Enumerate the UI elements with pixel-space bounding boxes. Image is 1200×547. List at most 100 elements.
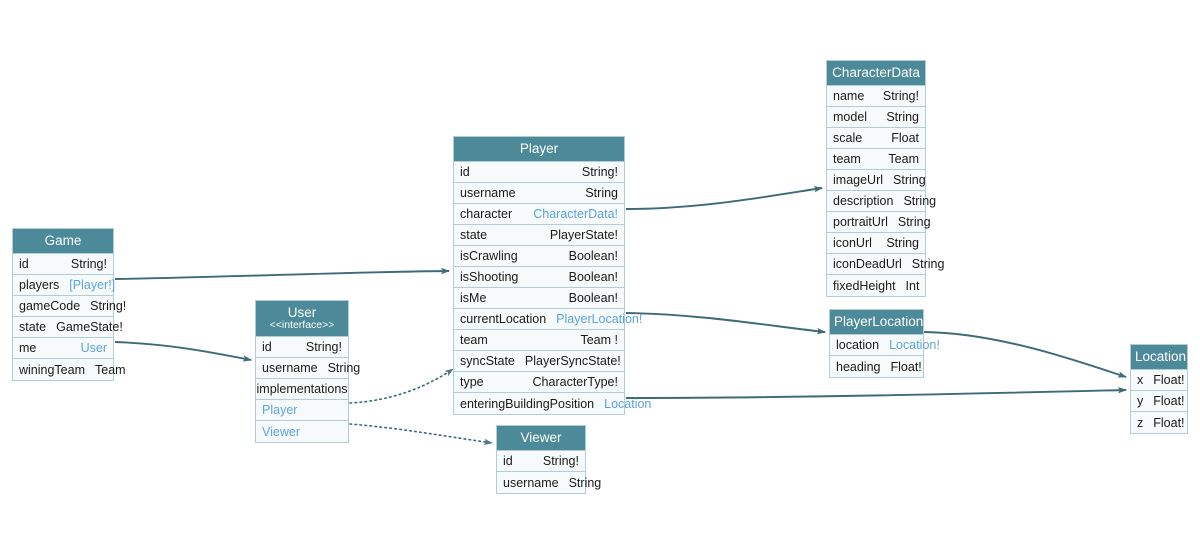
field-name: x <box>1137 373 1144 387</box>
field-type: String <box>897 215 931 229</box>
entity-title: Game <box>44 233 82 248</box>
field-type: GameState! <box>56 320 123 334</box>
field-type-reference[interactable]: Location! <box>889 338 940 352</box>
field-name: gameCode <box>19 299 81 313</box>
entity-header-location: Location <box>1131 345 1187 370</box>
field-type-reference[interactable]: [Player!] <box>69 278 116 292</box>
entity-header-playerlocation: PlayerLocation <box>830 310 923 335</box>
field-row[interactable]: players[Player!] <box>13 275 116 296</box>
field-type: Float <box>891 131 919 145</box>
field-row[interactable]: fixedHeight Int <box>827 275 925 296</box>
implementation-row[interactable]: Player <box>256 400 348 421</box>
field-type: PlayerSyncState! <box>524 354 621 368</box>
field-name: id <box>503 454 513 468</box>
edge-playerlocation-location-to-location <box>923 331 1127 378</box>
field-name: enteringBuildingPosition <box>460 396 595 411</box>
field-type: Float! <box>1153 415 1185 430</box>
field-name: username <box>503 475 559 490</box>
field-type: String! <box>542 454 579 468</box>
field-type: String <box>903 194 937 208</box>
field-row[interactable]: description String <box>827 191 936 212</box>
field-type-reference[interactable]: User <box>80 341 107 355</box>
edge-game-players-to-player <box>114 267 450 280</box>
entity-header-characterdata: CharacterData <box>827 61 925 86</box>
field-row[interactable]: id String! <box>256 337 348 358</box>
field-name: isShooting <box>460 270 519 284</box>
field-row[interactable]: name String! <box>827 86 925 107</box>
field-name: isCrawling <box>460 249 518 263</box>
field-type: String <box>568 475 602 490</box>
field-row[interactable]: isCrawling Boolean! <box>454 246 624 267</box>
field-row[interactable]: state GameState! <box>13 317 123 338</box>
field-type: String! <box>305 340 342 354</box>
implementation-row[interactable]: Viewer <box>256 421 348 442</box>
entity-header-user: User<<interface>> <box>256 301 348 337</box>
field-row[interactable]: gameCode String! <box>13 296 126 317</box>
field-type: Boolean! <box>568 249 618 263</box>
field-name: team <box>460 333 488 347</box>
field-type: String <box>327 361 361 375</box>
field-name: id <box>262 340 272 354</box>
entity-title: Location <box>1135 349 1187 364</box>
field-type: Float! <box>890 359 922 374</box>
field-name: state <box>460 228 488 242</box>
field-name: isMe <box>460 291 487 305</box>
field-name: model <box>833 110 868 124</box>
field-name: name <box>833 89 865 103</box>
field-row[interactable]: enteringBuildingPosition Location <box>454 393 651 414</box>
field-type: Team <box>95 362 126 377</box>
field-name: state <box>19 320 47 334</box>
field-type: String! <box>90 299 127 313</box>
field-row[interactable]: id String! <box>497 451 585 472</box>
field-type: String! <box>70 257 107 271</box>
edge-user-viewer-implementation <box>349 423 493 446</box>
field-type: Int <box>905 278 920 293</box>
field-name: username <box>460 186 516 200</box>
field-type: String! <box>882 89 919 103</box>
field-name: description <box>833 194 894 208</box>
implementation-name: Viewer <box>262 424 300 439</box>
field-type-reference[interactable]: Location <box>604 396 652 411</box>
field-type-reference[interactable]: PlayerLocation! <box>556 312 643 326</box>
entity-title: Player <box>519 141 559 156</box>
field-type: Boolean! <box>568 270 618 284</box>
field-row[interactable]: isShooting Boolean! <box>454 267 624 288</box>
implementation-name: Player <box>262 403 298 417</box>
field-type-reference[interactable]: CharacterData! <box>533 207 618 221</box>
field-row[interactable]: username String <box>497 472 601 493</box>
field-name: fixedHeight <box>833 278 896 293</box>
field-type: Team <box>888 152 919 166</box>
